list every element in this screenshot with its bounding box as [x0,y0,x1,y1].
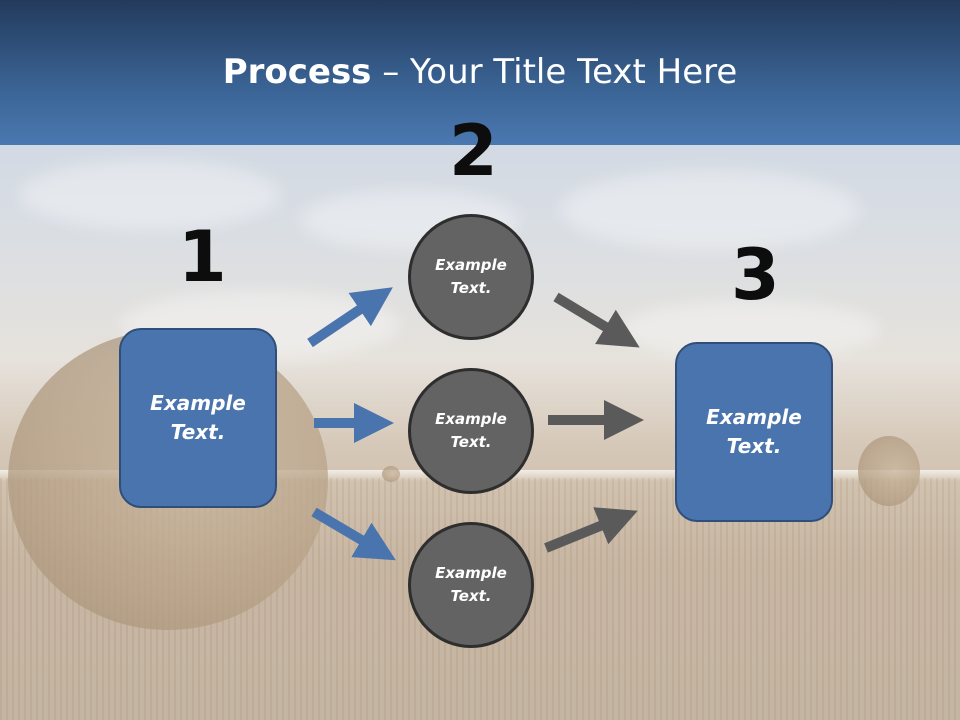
hay-bale [382,466,400,482]
arrow-to-top-circle [307,287,393,348]
page-title: Process – Your Title Text Here [0,52,960,92]
left-step-box: Example Text. [119,328,277,508]
cloud [20,160,280,230]
step-number-3: 3 [731,234,780,316]
right-step-box: Example Text. [675,342,833,522]
title-bold: Process [222,52,372,92]
hay-bale [858,436,920,506]
title-rest: – Your Title Text Here [371,52,738,92]
middle-circle: Example Text. [408,368,534,494]
cloud [560,170,860,250]
arrow-to-bottom-circle [311,507,396,561]
step-number-1: 1 [178,216,227,298]
arrow-from-top-circle [553,292,640,348]
top-circle: Example Text. [408,214,534,340]
title-bar [0,0,960,145]
step-number-2: 2 [449,110,498,192]
bottom-circle: Example Text. [408,522,534,648]
arrow-from-bottom-circle [544,507,638,553]
